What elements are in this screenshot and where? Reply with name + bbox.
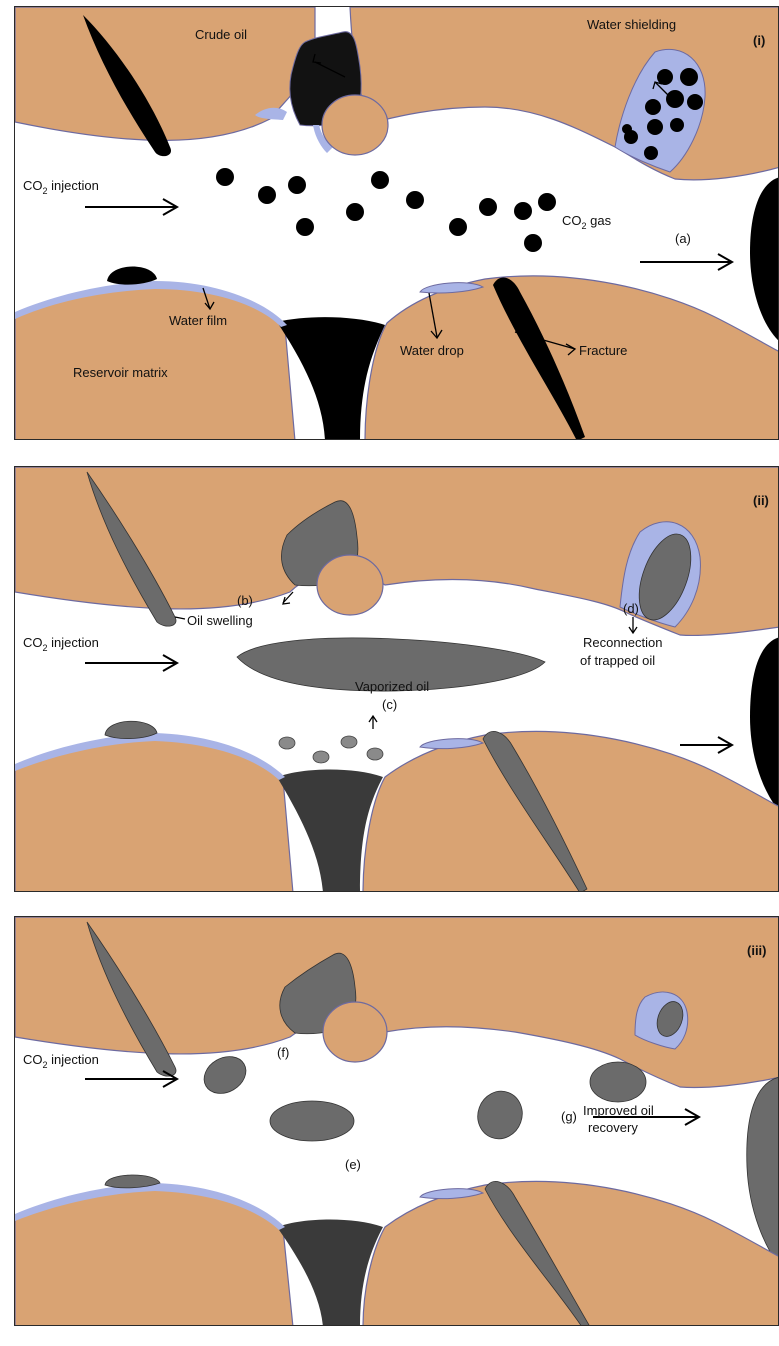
mobilized-oil-droplets — [197, 1049, 646, 1145]
produced-oil-right — [747, 1077, 779, 1267]
label-b: (b) — [237, 593, 253, 608]
label-g: (g) — [561, 1109, 577, 1124]
label-fracture: Fracture — [579, 343, 627, 358]
label-e: (e) — [345, 1157, 361, 1172]
label-co2-injection: CO2 injection — [23, 1052, 99, 1070]
arrows — [85, 199, 732, 270]
rock-grain — [323, 1002, 387, 1062]
label-f: (f) — [277, 1045, 289, 1060]
label-water-drop: Water drop — [400, 343, 464, 358]
label-a: (a) — [675, 231, 691, 246]
panel-tag-ii: (ii) — [753, 493, 769, 508]
label-improved-1: Improved oil — [583, 1103, 654, 1118]
label-co2-injection: CO2 injection — [23, 178, 99, 196]
vaporized-oil-drops — [279, 736, 383, 763]
bottom-rock-left — [15, 285, 295, 440]
panel-ii-diagram: (ii) (b) Oil swelling CO2 injection (d) … — [15, 467, 779, 892]
panel-ii: (ii) (b) Oil swelling CO2 injection (d) … — [14, 466, 779, 892]
produced-oil-right — [750, 637, 779, 812]
rock-grain — [322, 95, 388, 155]
panel-tag-i: (i) — [753, 33, 765, 48]
co2-gas-bubbles — [216, 168, 556, 252]
rock-grain — [317, 555, 383, 615]
produced-oil-right — [750, 177, 779, 342]
label-co2-injection: CO2 injection — [23, 635, 99, 653]
oil-drop-on-film — [105, 721, 157, 738]
top-rock-left — [15, 7, 315, 140]
label-water-film: Water film — [169, 313, 227, 328]
top-rock-right — [350, 7, 779, 180]
label-vaporized-oil: Vaporized oil — [355, 679, 429, 694]
label-d: (d) — [623, 601, 639, 616]
label-crude-oil: Crude oil — [195, 27, 247, 42]
panel-i-diagram: Crude oil Water shielding (i) CO2 inject… — [15, 7, 779, 440]
label-reservoir-matrix: Reservoir matrix — [73, 365, 168, 380]
label-improved-2: recovery — [588, 1120, 638, 1135]
panel-i: Crude oil Water shielding (i) CO2 inject… — [14, 6, 779, 440]
panel-tag-iii: (iii) — [747, 943, 767, 958]
panel-iii: (iii) (f) CO2 injection (g) Improved oil… — [14, 916, 779, 1326]
panel-iii-diagram: (iii) (f) CO2 injection (g) Improved oil… — [15, 917, 779, 1326]
label-c: (c) — [382, 697, 397, 712]
label-reconnection-1: Reconnection — [583, 635, 663, 650]
label-reconnection-2: of trapped oil — [580, 653, 655, 668]
label-co2-gas: CO2 gas — [562, 213, 612, 231]
label-oil-swelling: Oil swelling — [187, 613, 253, 628]
label-water-shielding: Water shielding — [587, 17, 676, 32]
